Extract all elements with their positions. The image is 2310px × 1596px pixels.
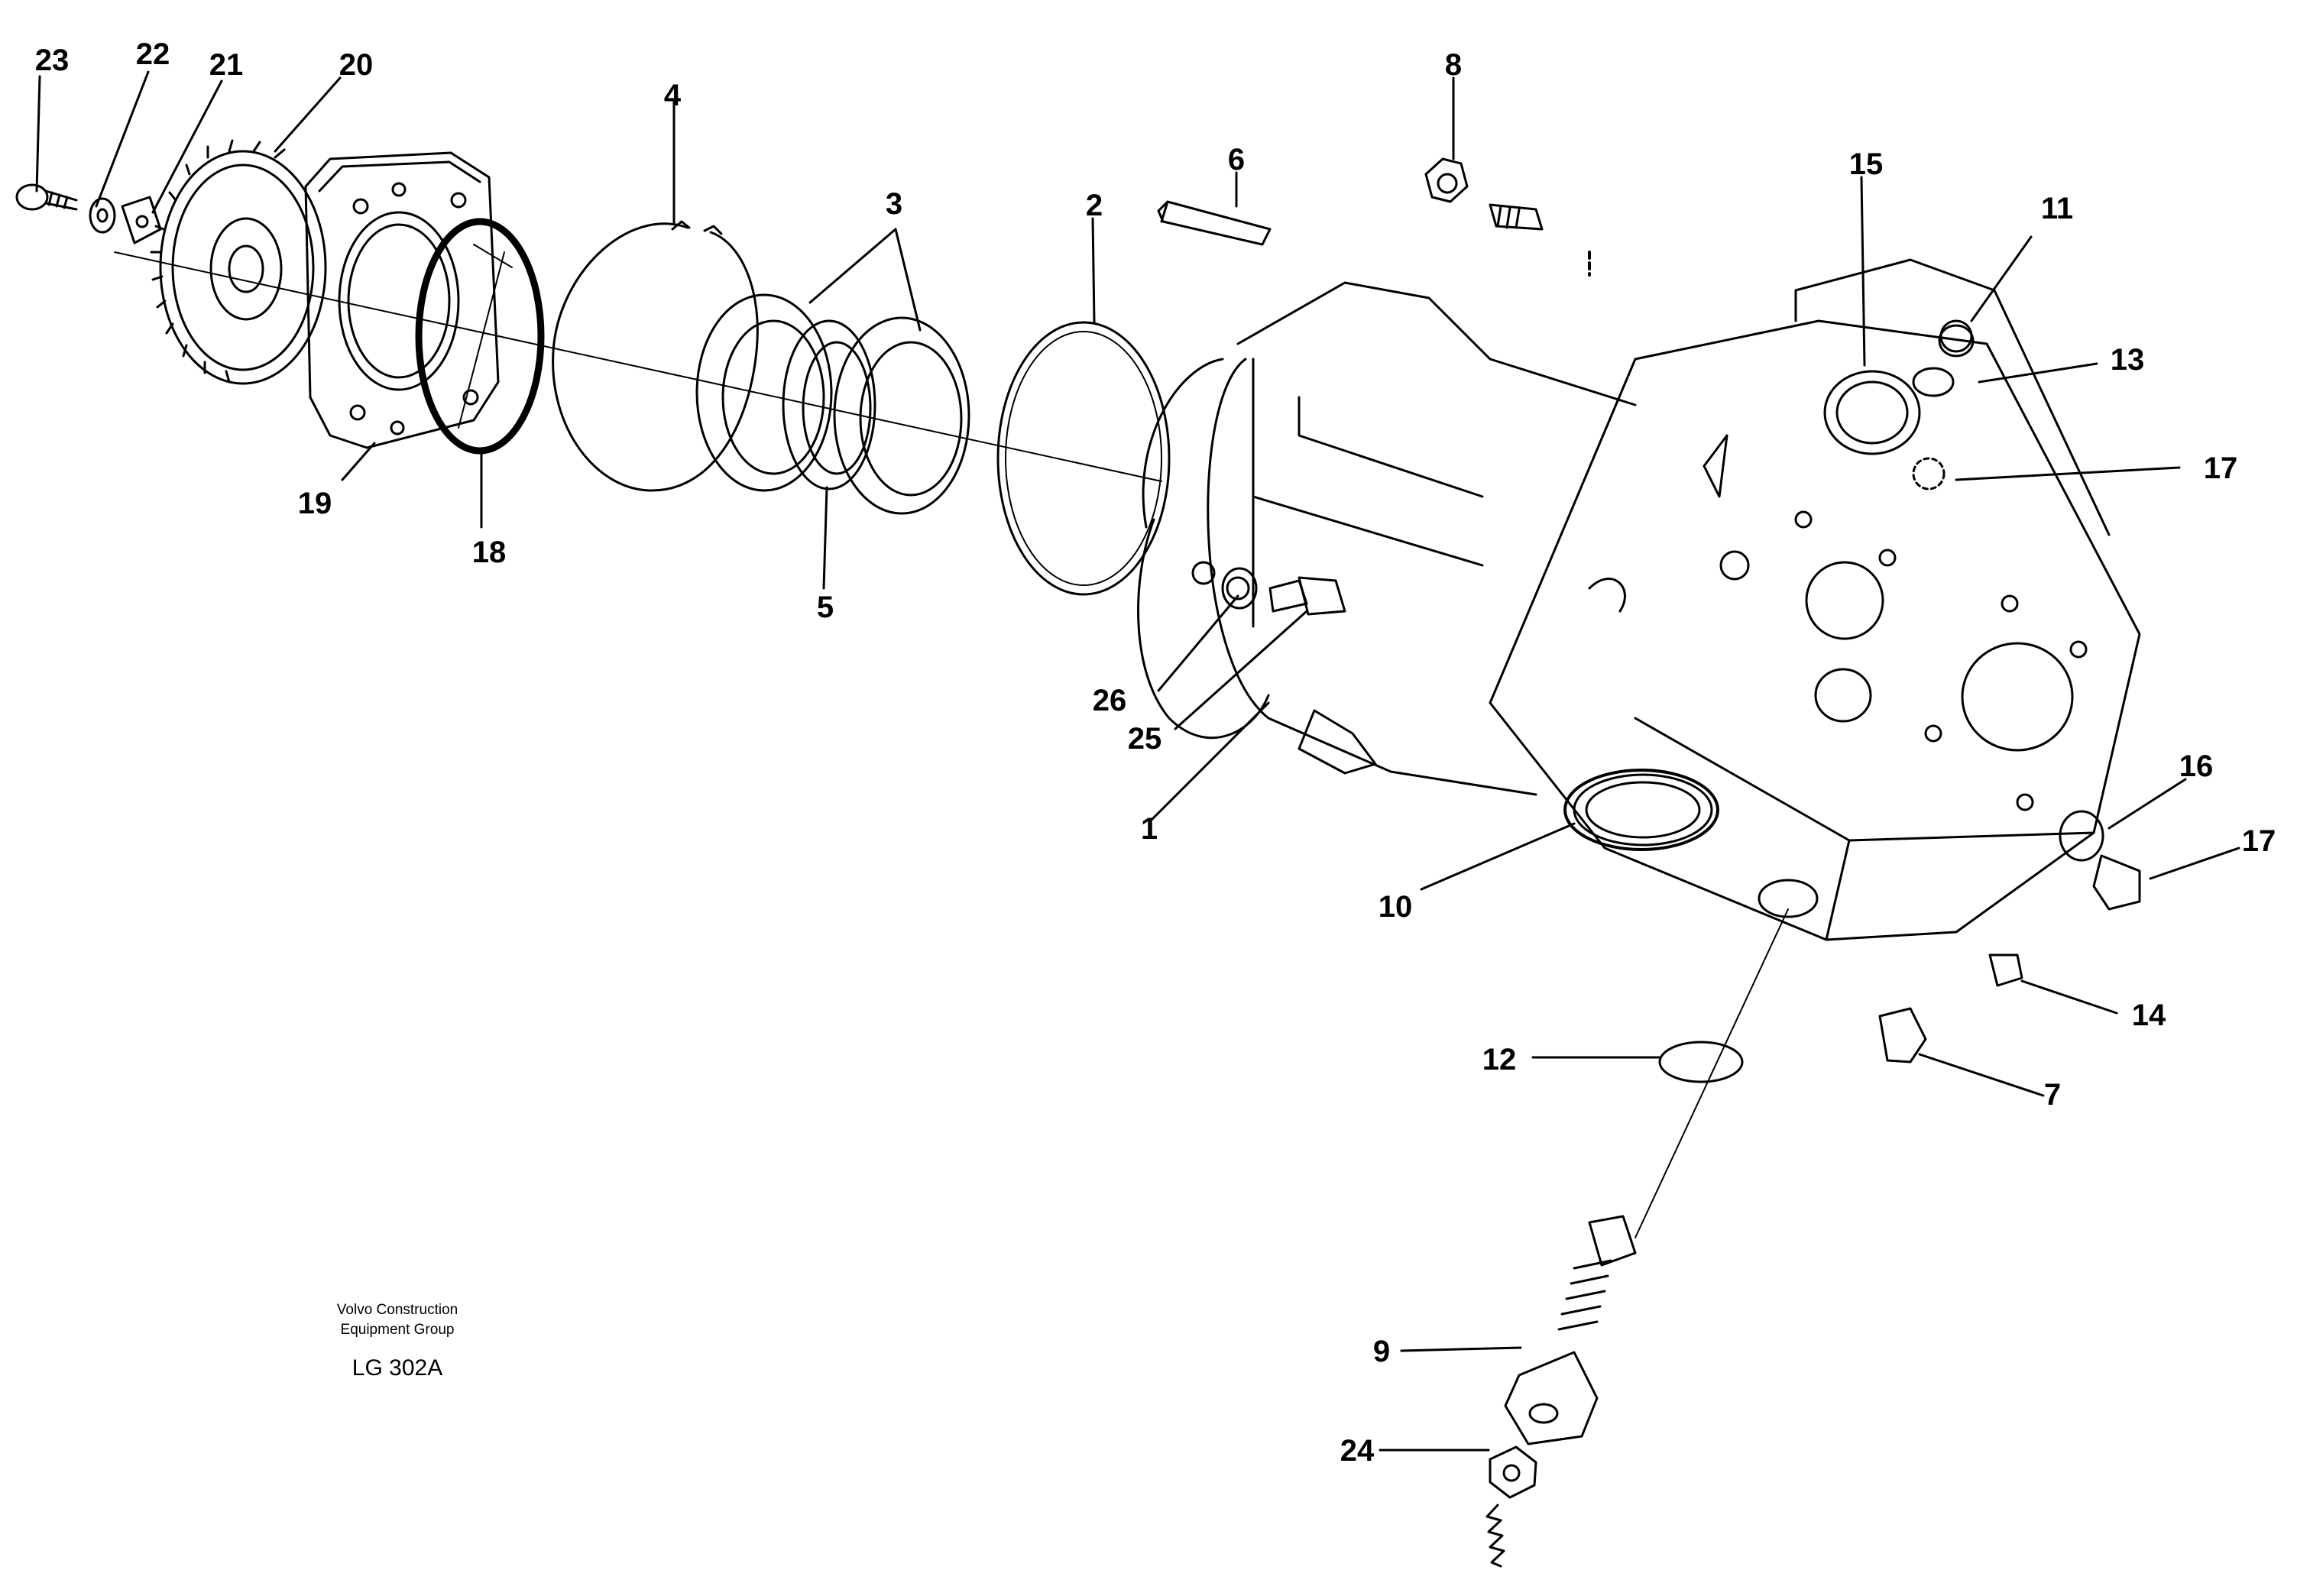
callout-15: 15 (1849, 147, 1884, 181)
o-ring-detail-lines (458, 244, 513, 429)
callout-9: 9 (1373, 1335, 1390, 1368)
bolt-parts-25-26 (1221, 567, 1346, 616)
company-line-2: Equipment Group (340, 1322, 455, 1338)
company-caption: Volvo Construction Equipment Group (290, 1300, 504, 1340)
company-line-1: Volvo Construction (336, 1302, 458, 1318)
callout-12: 12 (1482, 1043, 1517, 1076)
key-part-6 (1157, 200, 1272, 246)
snap-ring-part-4 (552, 220, 759, 492)
gear-part-21 (150, 139, 327, 385)
washer-part-12 (1658, 1041, 1744, 1083)
drawing-code: LG 302A (352, 1355, 443, 1381)
callout-3: 3 (886, 187, 902, 221)
relief-valve-part-9 (1504, 908, 1789, 1445)
callout-7: 7 (2044, 1078, 2061, 1112)
callout-11: 11 (2041, 192, 2073, 225)
callout-14: 14 (2132, 999, 2166, 1032)
flange-part-20 (304, 151, 500, 449)
callout-22: 21 (209, 48, 244, 82)
callout-1: 1 (1141, 812, 1158, 846)
callout-23: 22 (136, 37, 170, 71)
assembly-axis-line (114, 251, 1162, 482)
lock-plate-part-22 (121, 196, 162, 244)
washer-part-23 (89, 197, 116, 234)
seal-part-10 (1563, 769, 1719, 851)
callout-leader-lines (35, 70, 2240, 1452)
valve-block (1489, 258, 2141, 941)
callout-4: 4 (664, 79, 682, 112)
callout-17-upper: 17 (2204, 452, 2238, 485)
callout-20: 19 (298, 487, 332, 520)
adjuster-part-8 (1424, 157, 1591, 277)
callout-labels: 23 22 21 20 19 18 4 3 5 2 6 8 15 11 13 1… (35, 37, 2276, 1468)
callout-8: 8 (1445, 48, 1462, 82)
o-ring-part-2 (996, 321, 1171, 596)
callout-25: 25 (1128, 722, 1162, 756)
o-ring-part-19 (415, 218, 545, 455)
bearing-set-part-3 (695, 293, 970, 515)
screw-part-24 (15, 183, 78, 211)
nut-spring-part-18 (1485, 1445, 1537, 1568)
callout-2: 2 (1086, 189, 1103, 222)
o-ring-part-2-inner (1005, 331, 1162, 586)
callout-10: 10 (1379, 890, 1413, 924)
callout-26: 26 (1093, 684, 1127, 717)
callout-13: 13 (2111, 343, 2145, 377)
callout-5: 5 (817, 591, 834, 624)
callout-21: 20 (339, 48, 374, 82)
callout-16: 16 (2179, 749, 2214, 783)
callout-24: 23 (35, 44, 70, 77)
plugs-and-rings (1878, 324, 2141, 1063)
callout-6: 6 (1228, 143, 1245, 176)
motor-housing-part-1 (1137, 281, 1637, 796)
callout-18: 24 (1340, 1434, 1375, 1468)
callout-17-lower: 17 (2242, 824, 2276, 858)
callout-19: 18 (472, 536, 507, 569)
